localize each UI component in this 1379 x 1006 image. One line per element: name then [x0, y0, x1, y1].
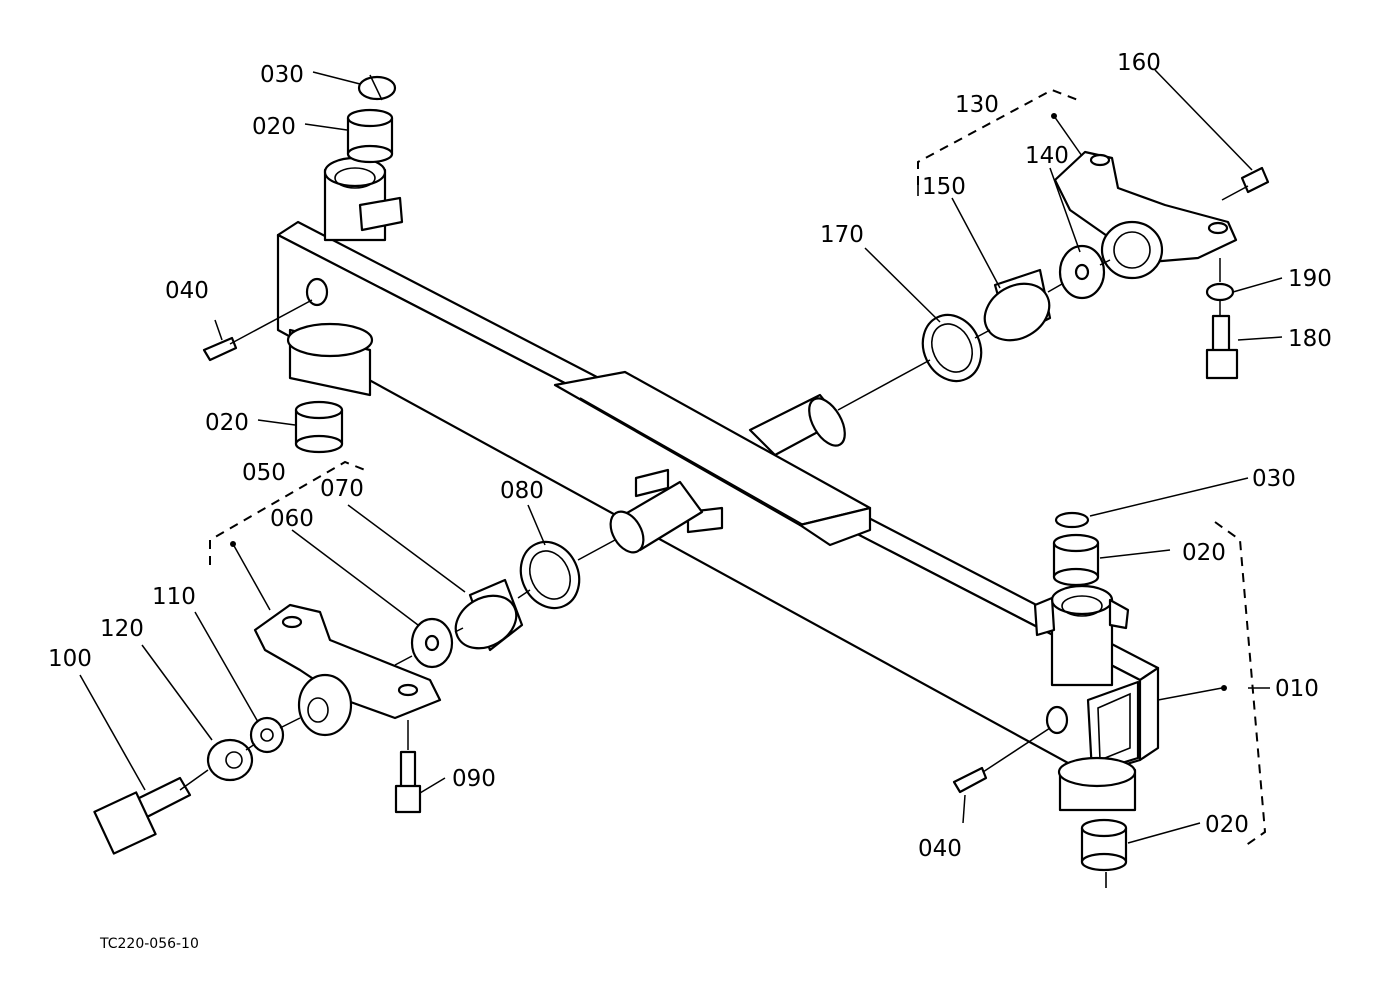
callout-020-right: 020	[1182, 540, 1226, 566]
washer-190	[1205, 282, 1235, 302]
callout-leaders	[79, 69, 1283, 844]
callout-140: 140	[1025, 143, 1069, 169]
bushing-070	[454, 578, 524, 652]
front-axle-beam	[276, 220, 1160, 777]
callout-170: 170	[820, 222, 864, 248]
callout-130: 130	[955, 92, 999, 118]
callout-050: 050	[242, 460, 286, 486]
seal-170	[921, 313, 983, 383]
bushing-020-right	[1052, 533, 1100, 587]
callout-020-left: 020	[205, 410, 249, 436]
callout-040-right: 040	[918, 836, 962, 862]
seal-080	[519, 540, 581, 610]
left-kingpin-boss	[286, 156, 404, 397]
right-knuckle-arm	[1053, 150, 1238, 280]
bushing-020-top	[346, 108, 394, 164]
grease-nipple-040-left	[202, 299, 313, 362]
grease-nipple-040-right	[952, 727, 1051, 794]
callout-190: 190	[1288, 266, 1332, 292]
bracket-010	[1214, 521, 1267, 849]
bracket-050	[209, 460, 366, 565]
callout-110: 110	[152, 584, 196, 610]
callout-030-top: 030	[260, 62, 304, 88]
bushing-020-left	[294, 400, 344, 454]
callout-060: 060	[270, 506, 314, 532]
callout-020-top: 020	[252, 114, 296, 140]
callout-090: 090	[452, 766, 496, 792]
bracket-130	[917, 88, 1079, 185]
callout-020-bottom: 020	[1205, 812, 1249, 838]
callout-150: 150	[922, 174, 966, 200]
bolt-180	[1205, 314, 1239, 380]
callout-040-left: 040	[165, 278, 209, 304]
callout-070: 070	[320, 476, 364, 502]
callout-080: 080	[500, 478, 544, 504]
grease-fitting-160	[1240, 166, 1270, 194]
bolt-090	[394, 750, 422, 814]
bushing-020-bottom	[1080, 818, 1128, 888]
callout-100: 100	[48, 646, 92, 672]
left-knuckle-arm	[253, 603, 442, 737]
callout-010: 010	[1275, 676, 1319, 702]
callout-180: 180	[1288, 326, 1332, 352]
o-ring-030-right	[1054, 511, 1090, 529]
callout-120: 120	[100, 616, 144, 642]
callout-030-right: 030	[1252, 466, 1296, 492]
washer-110	[249, 716, 285, 754]
bushing-150	[983, 268, 1052, 342]
bolt-100	[93, 776, 192, 855]
right-kingpin-boss	[1033, 584, 1137, 812]
nut-120	[206, 738, 254, 782]
callout-160: 160	[1117, 50, 1161, 76]
figure-code: TC220-056-10	[99, 936, 199, 952]
